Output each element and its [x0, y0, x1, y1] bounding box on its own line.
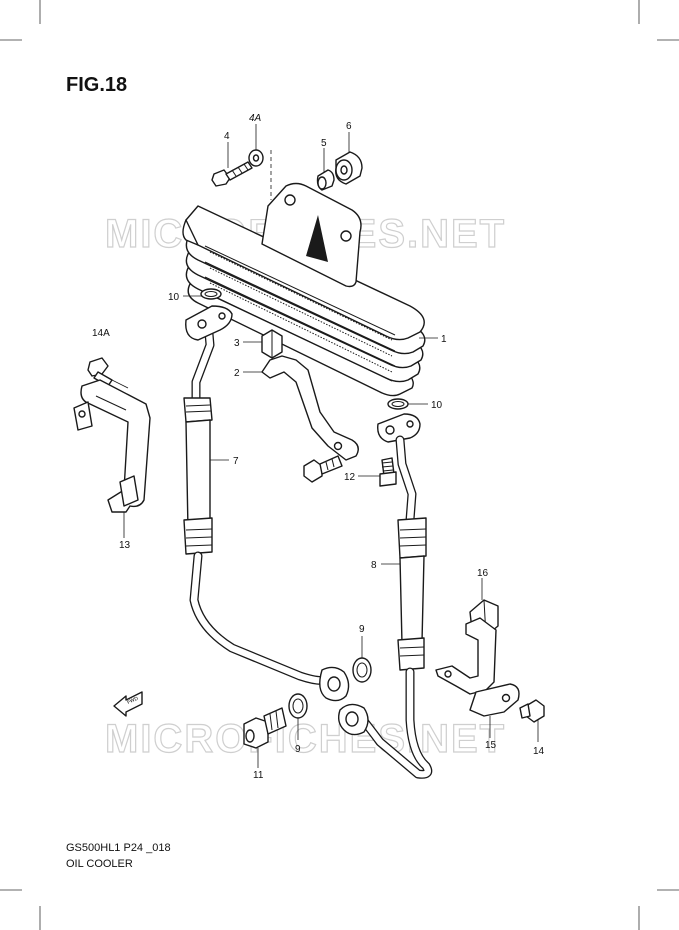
fwd-arrow-icon: FWD: [113, 691, 143, 717]
callout-9-a: 9: [359, 624, 365, 635]
bracket-13: [73, 379, 151, 513]
callout-9-b: 9: [295, 744, 301, 755]
figure-name: OIL COOLER: [66, 858, 133, 870]
callout-7: 7: [233, 456, 239, 467]
callout-5: 5: [321, 138, 327, 149]
bracket-2: [261, 355, 359, 461]
callout-14: 14: [533, 746, 545, 757]
callout-11: 11: [253, 770, 264, 781]
callout-4a: 4A: [249, 113, 262, 124]
callout-14a: 14A: [92, 328, 110, 339]
bolt-12: [379, 457, 397, 487]
gasket-9-b: [288, 693, 308, 719]
callout-10-upper: 10: [168, 292, 180, 303]
leader-lines: [123, 124, 539, 768]
o-ring-10-upper: [200, 288, 222, 300]
callout-12: 12: [344, 472, 356, 483]
callout-16: 16: [477, 568, 489, 579]
callout-15: 15: [485, 740, 497, 751]
callout-8: 8: [371, 560, 377, 571]
o-ring-10-lower: [387, 398, 409, 410]
union-bolt-11: [243, 707, 287, 749]
rubber-6: [335, 151, 363, 185]
callout-10-lower: 10: [431, 400, 443, 411]
figure-code: GS500HL1 P24 _018: [66, 842, 171, 854]
figure-title: FIG.18: [66, 74, 128, 96]
oil-cooler-core: [182, 182, 426, 397]
callout-4: 4: [224, 131, 230, 142]
callout-13: 13: [119, 540, 131, 551]
bracket-15: [435, 617, 520, 717]
bolt-14a: [87, 357, 113, 387]
callout-numbers: 4 4A 5 6 10 1 3 2 10 14A 7 12 13 8 16 9 …: [92, 113, 545, 781]
callout-1: 1: [441, 334, 447, 345]
callout-3: 3: [234, 338, 240, 349]
grommet-5: [316, 169, 335, 191]
callout-2: 2: [234, 368, 240, 379]
bolt-14: [519, 699, 545, 723]
clamp-3: [261, 329, 283, 359]
oil-hose-7: [183, 305, 350, 702]
bolt-near-bracket: [303, 455, 343, 483]
callout-6: 6: [346, 121, 352, 132]
fwd-label: FWD: [126, 696, 139, 706]
washer-4a: [248, 149, 264, 167]
watermark-bottom: MICROFICHES.NET: [105, 717, 506, 761]
oil-hose-8: [337, 413, 433, 779]
gasket-9-a: [352, 657, 372, 683]
bolt-4: [211, 161, 253, 187]
